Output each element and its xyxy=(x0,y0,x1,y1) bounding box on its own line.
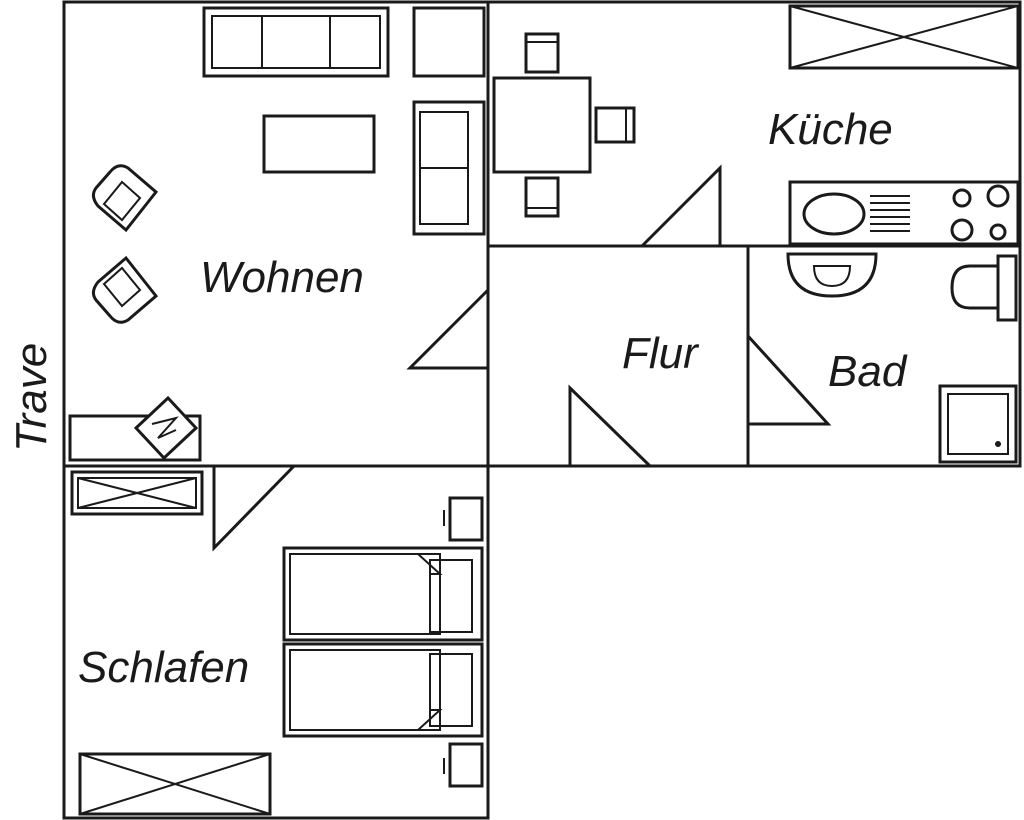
kitchen-counter-icon xyxy=(788,180,1020,246)
door-entrance xyxy=(568,384,654,468)
drainer-icon xyxy=(870,195,910,232)
armchair-icon xyxy=(91,255,159,324)
room-label-flur: Flur xyxy=(622,329,700,378)
kueche-furniture xyxy=(492,4,1020,246)
chair-icon xyxy=(524,32,560,74)
door-wohnen-flur xyxy=(406,286,490,370)
book-icon xyxy=(133,395,199,461)
dresser-icon xyxy=(78,752,272,816)
shower-icon xyxy=(938,384,1018,464)
room-label-wohnen: Wohnen xyxy=(200,253,364,302)
door-flur-kueche xyxy=(638,164,722,248)
loveseat-icon xyxy=(412,100,486,236)
wohnen-furniture xyxy=(68,6,486,462)
coffee-table-icon xyxy=(262,114,376,174)
desk-icon xyxy=(68,414,202,462)
wardrobe-icon xyxy=(70,470,204,516)
armchair-icon xyxy=(91,164,159,233)
sofa-icon xyxy=(202,6,390,78)
chair-icon xyxy=(524,176,560,218)
door-swings xyxy=(212,164,832,552)
washbasin-icon xyxy=(786,252,878,298)
room-label-schlafen: Schlafen xyxy=(78,643,249,692)
room-label-bad: Bad xyxy=(828,347,908,396)
dining-table-icon xyxy=(492,76,592,174)
door-flur-bad xyxy=(746,332,832,426)
sink-icon xyxy=(802,192,866,236)
toilet-icon xyxy=(950,254,1018,322)
chair-icon xyxy=(594,106,636,144)
labels: Wohnen Küche Flur Bad Schlafen Trave xyxy=(7,105,908,692)
kitchen-cabinet-icon xyxy=(788,4,1020,70)
bed-icon xyxy=(282,546,484,642)
outer-wall xyxy=(62,0,1022,820)
bad-furniture xyxy=(786,252,1018,464)
room-label-kueche: Küche xyxy=(768,105,893,154)
cabinet-icon xyxy=(412,6,486,78)
river-label: Trave xyxy=(7,343,56,452)
stove-icon xyxy=(950,184,1010,242)
nightstand-icon xyxy=(443,742,484,788)
schlafen-furniture xyxy=(70,470,484,816)
nightstand-icon xyxy=(443,496,484,542)
door-schlafen-flur xyxy=(212,464,298,552)
bed-icon xyxy=(282,642,484,738)
